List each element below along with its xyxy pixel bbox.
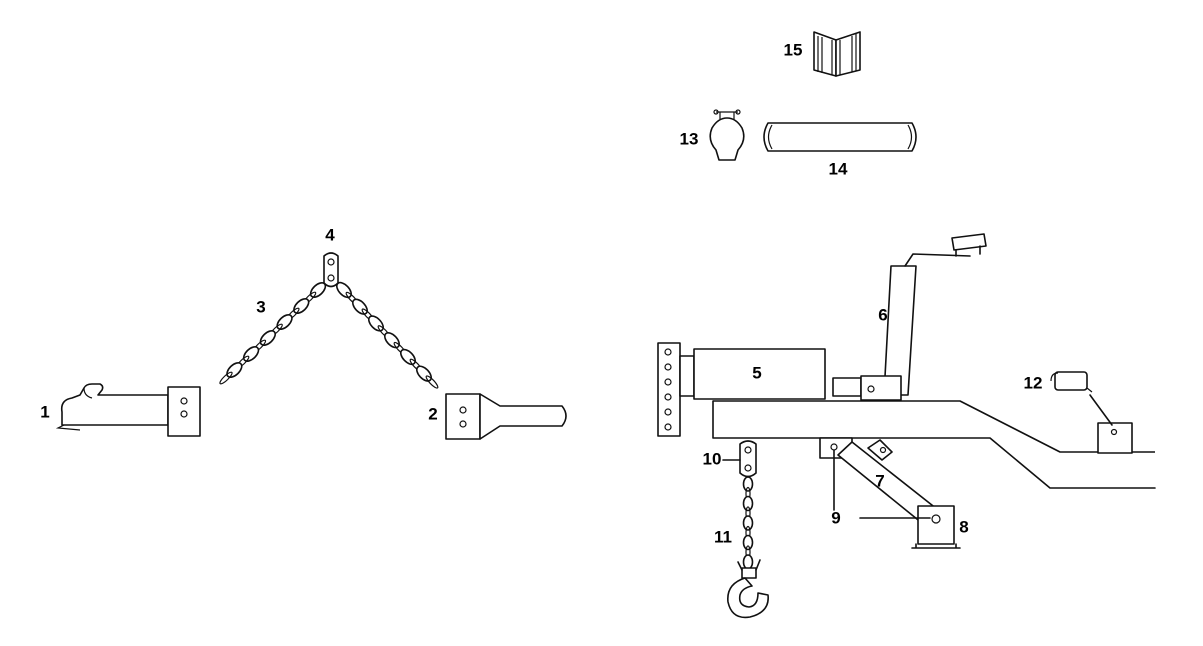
callout-7: 7 xyxy=(875,471,885,491)
part-15-booklet xyxy=(813,31,861,77)
chain-link xyxy=(352,298,368,315)
plate-hole xyxy=(664,423,672,431)
chain-link xyxy=(226,362,243,378)
chain-link xyxy=(742,495,754,512)
plate-hole xyxy=(664,378,672,386)
chain-link xyxy=(742,554,754,570)
part-5-box xyxy=(693,348,826,400)
trailer-frame xyxy=(657,233,1156,619)
chain-link xyxy=(368,315,384,332)
callout-6: 6 xyxy=(878,305,888,325)
chain-link xyxy=(293,298,310,314)
chain-link xyxy=(219,371,233,385)
chain-link xyxy=(416,365,432,382)
part-4-link-plate xyxy=(323,252,339,288)
chain-link xyxy=(425,375,439,389)
plate-hole xyxy=(664,348,672,356)
callout-4: 4 xyxy=(325,225,335,245)
chain-link xyxy=(242,346,260,362)
chain-link xyxy=(742,515,754,531)
callout-3: 3 xyxy=(256,297,266,317)
part-14-tube xyxy=(763,122,917,152)
callout-11: 11 xyxy=(714,527,732,547)
part-13-clamp xyxy=(709,109,745,161)
callout-13: 13 xyxy=(679,129,699,149)
chain-link xyxy=(742,534,754,551)
chain-link xyxy=(384,332,400,349)
callout-2: 2 xyxy=(428,404,438,424)
part-1-hitch-coupler xyxy=(55,383,201,437)
callout-12: 12 xyxy=(1023,373,1043,393)
chain-link xyxy=(276,314,293,330)
callout-10: 10 xyxy=(702,449,722,469)
part-2-drawbar-tongue xyxy=(445,393,567,440)
callout-14: 14 xyxy=(828,159,848,179)
callout-9: 9 xyxy=(831,508,841,528)
plate-hole xyxy=(664,393,672,401)
chain-link xyxy=(400,348,416,366)
callout-1: 1 xyxy=(40,402,50,422)
callout-15: 15 xyxy=(783,40,803,60)
plate-hole xyxy=(664,363,672,371)
chain-link xyxy=(259,330,276,346)
part-3-chain xyxy=(219,281,439,389)
callout-8: 8 xyxy=(959,517,969,537)
chain-link xyxy=(742,476,754,492)
plate-hole xyxy=(664,408,672,416)
callout-5: 5 xyxy=(752,363,762,383)
